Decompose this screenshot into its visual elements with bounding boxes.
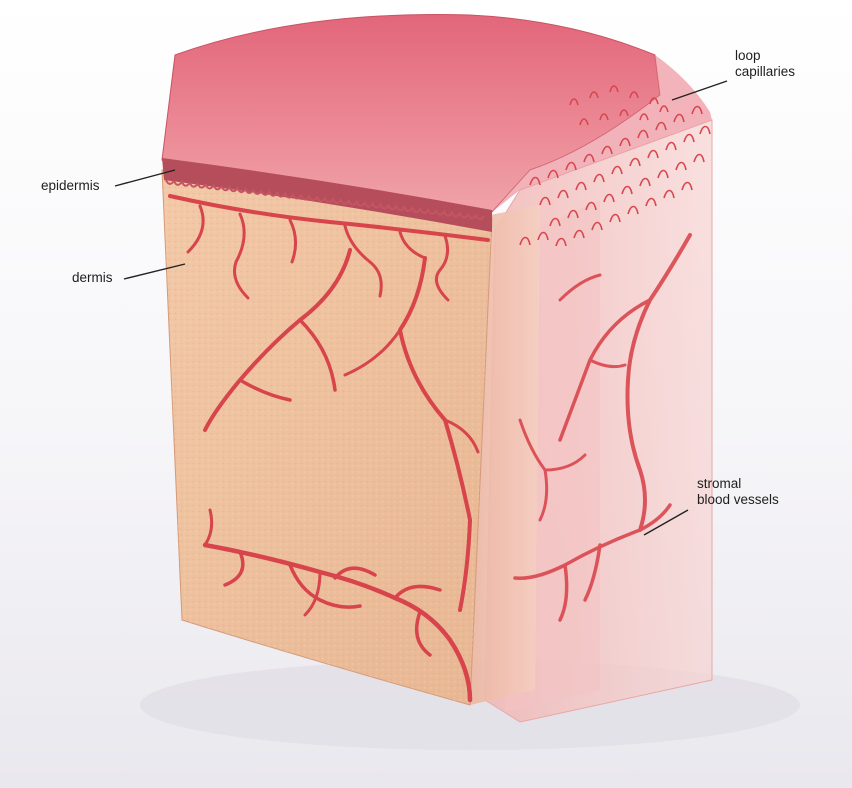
loop-capillaries-label: loop capillaries: [735, 48, 795, 80]
loop-capillaries-label-line1: loop: [735, 48, 795, 64]
dermis-label: dermis: [72, 270, 113, 286]
stromal-blood-vessels-label: stromal blood vessels: [697, 476, 779, 508]
dermis-label-text: dermis: [72, 270, 113, 286]
epidermis-label: epidermis: [41, 178, 100, 194]
stromal-blood-vessels-label-line2: blood vessels: [697, 492, 779, 508]
dermis-texture: [162, 170, 492, 705]
epidermis-label-text: epidermis: [41, 178, 100, 194]
stromal-blood-vessels-label-line1: stromal: [697, 476, 779, 492]
loop-capillaries-label-line2: capillaries: [735, 64, 795, 80]
